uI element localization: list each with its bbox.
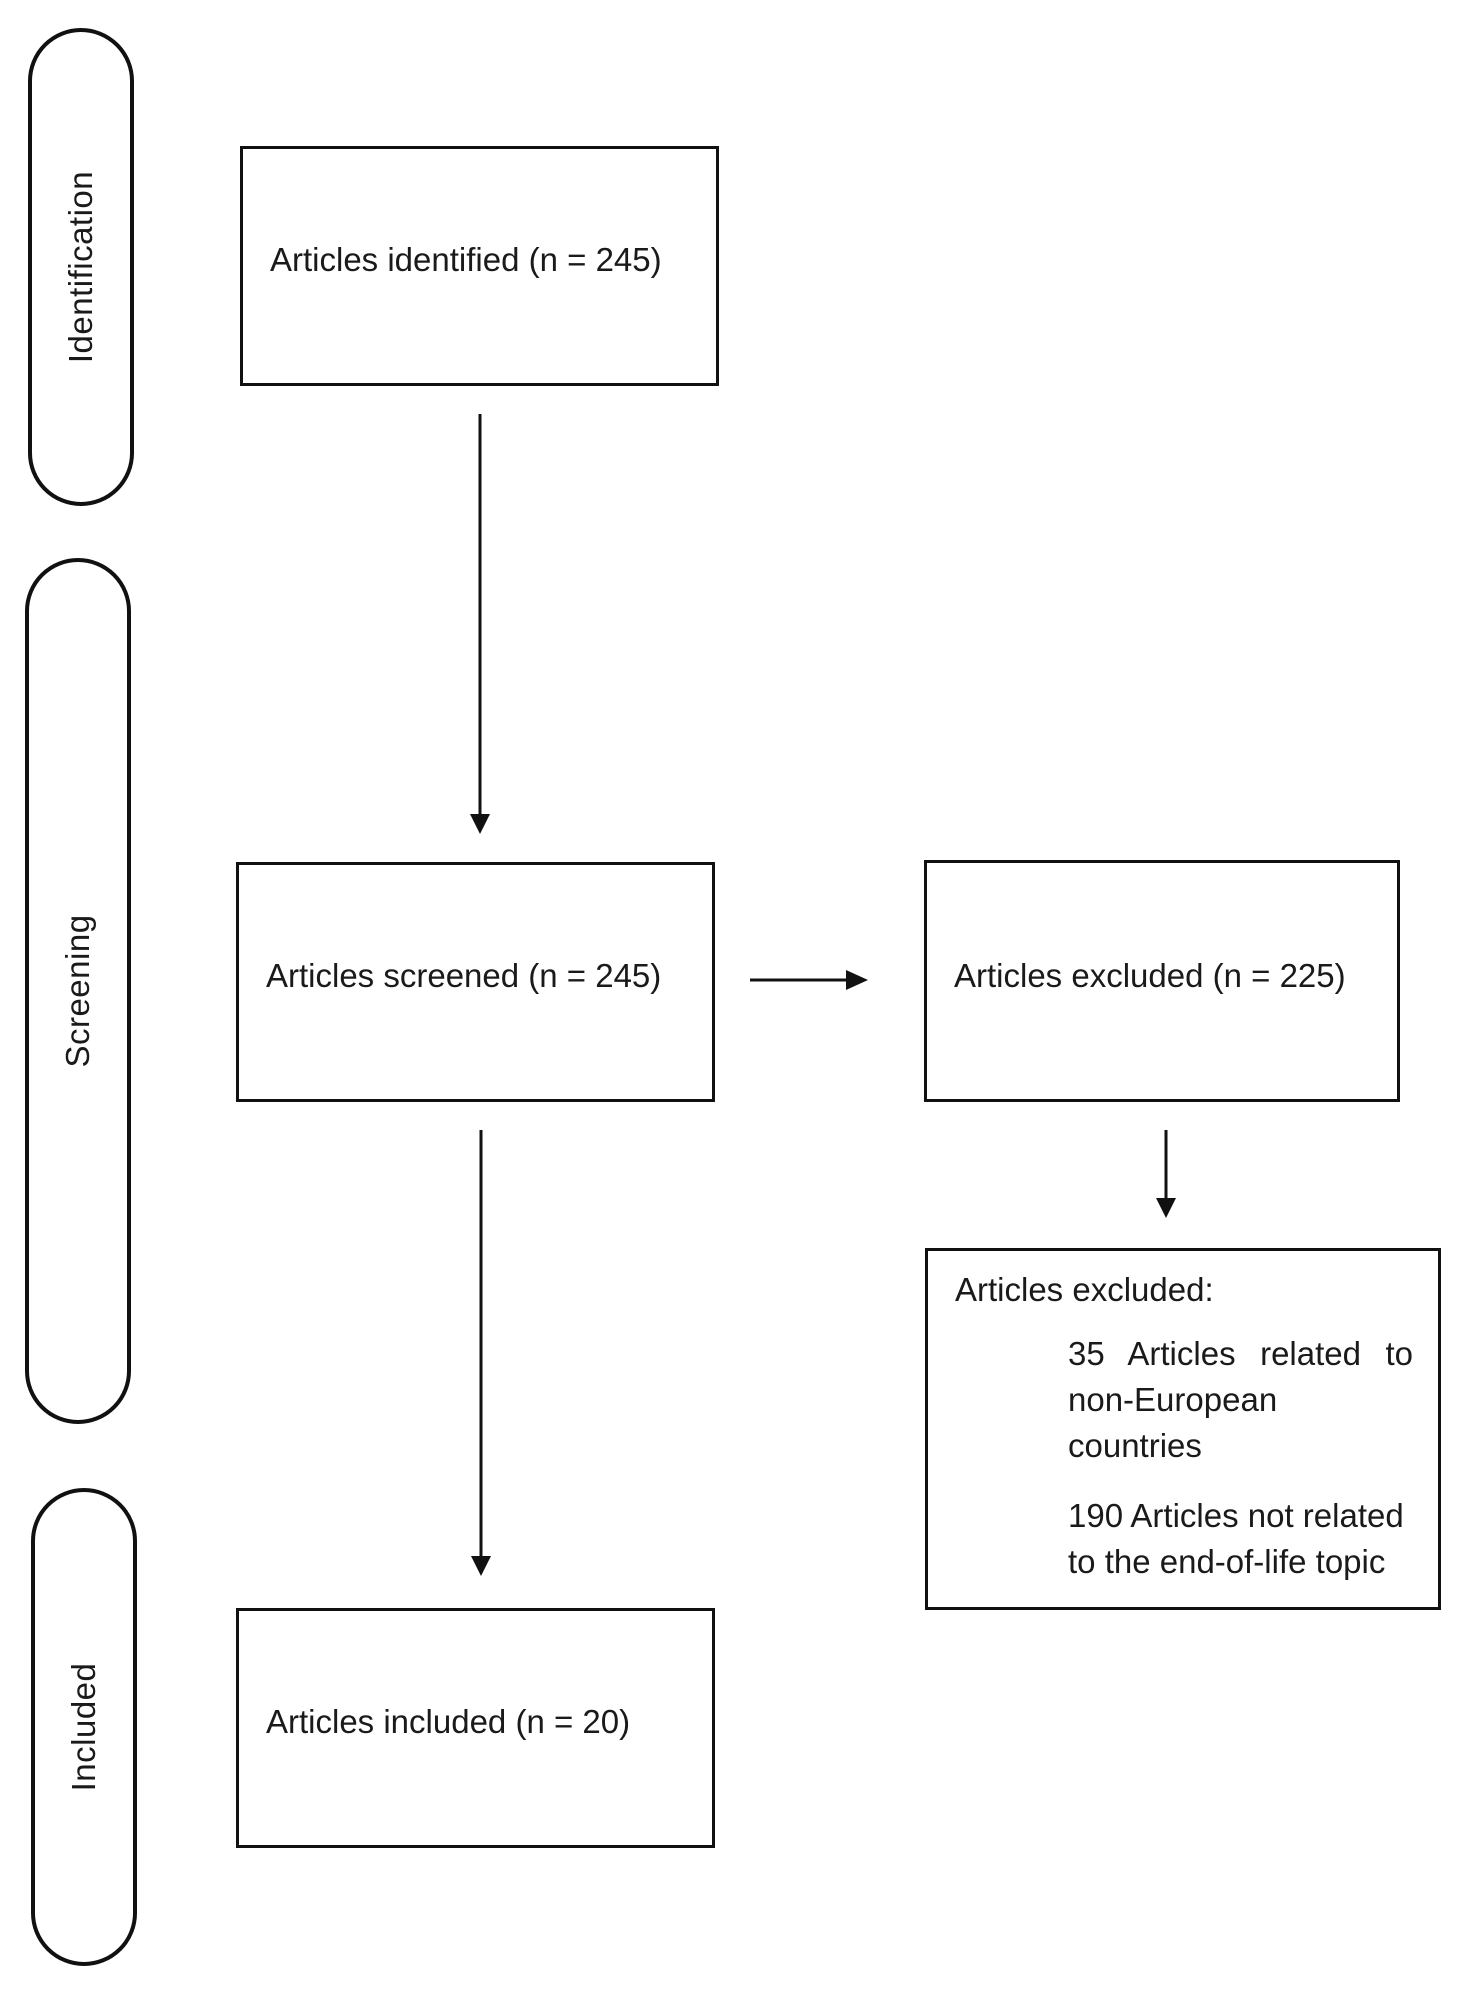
box-articles-identified-text: Articles identified (n = 245) (270, 241, 662, 278)
box-articles-excluded-text: Articles excluded (n = 225) (954, 957, 1346, 994)
box-articles-screened-text: Articles screened (n = 245) (266, 957, 662, 994)
box-articles-identified: Articles identified (n = 245) (240, 146, 719, 386)
stage-identification: Identification (28, 28, 134, 506)
exclusion-reasons-list: 35 Articles related to non-European coun… (1068, 1331, 1413, 1609)
box-articles-excluded: Articles excluded (n = 225) (924, 860, 1400, 1102)
box-articles-included-text: Articles included (n = 20) (266, 1703, 631, 1740)
box-articles-screened: Articles screened (n = 245) (236, 862, 715, 1102)
exclusion-reason-item: 35 Articles related to non-European coun… (1068, 1335, 1413, 1464)
exclusion-reasons-title: Articles excluded: (955, 1271, 1214, 1308)
arrowhead-excluded-to-reasons (1156, 1198, 1176, 1218)
stage-screening: Screening (25, 558, 131, 1424)
box-exclusion-reasons: Articles excluded: 35 Articles related t… (925, 1248, 1441, 1610)
box-articles-included: Articles included (n = 20) (236, 1608, 715, 1848)
arrowhead-screened-to-included (471, 1556, 491, 1576)
exclusion-reason-item: 190 Articles not related to the end-of-l… (1068, 1497, 1404, 1580)
arrowhead-identified-to-screened (470, 814, 490, 834)
stage-included: Included (31, 1488, 137, 1966)
arrowhead-screened-to-excluded (846, 970, 868, 990)
